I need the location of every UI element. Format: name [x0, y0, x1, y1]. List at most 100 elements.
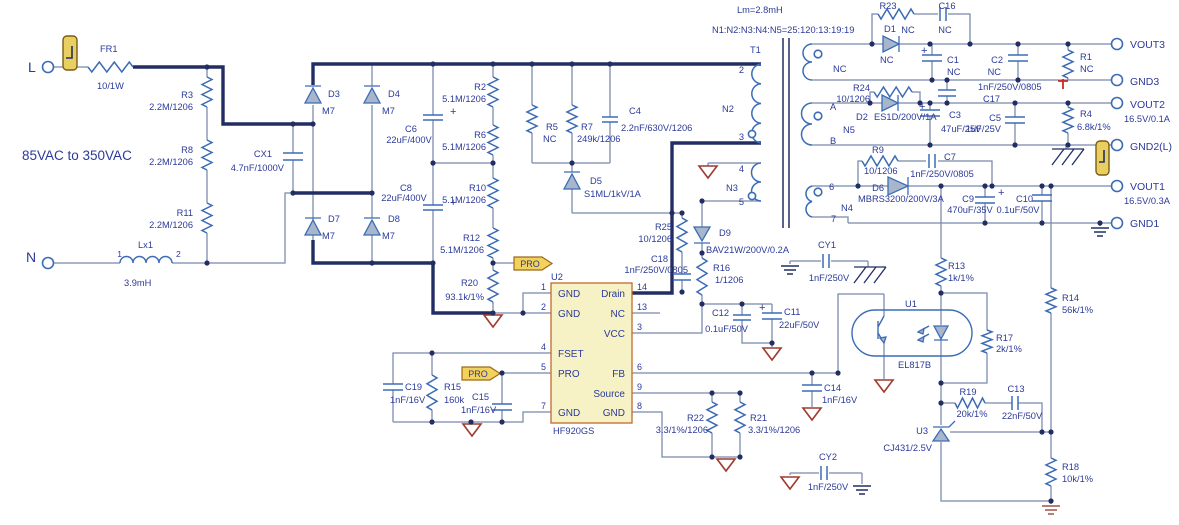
- resistor-r13[interactable]: [934, 257, 948, 287]
- resistor-r1[interactable]: [1061, 49, 1075, 79]
- label-wind-n4: N4: [841, 203, 853, 213]
- resistor-r20[interactable]: [486, 269, 500, 303]
- diode-d5[interactable]: [562, 171, 582, 190]
- resistor-r16[interactable]: [695, 257, 709, 296]
- resistor-r19[interactable]: [954, 396, 986, 410]
- capacitor-cy1[interactable]: [822, 254, 830, 268]
- resistor-fr1[interactable]: [87, 60, 134, 74]
- label-val-cy1: 1nF/250V: [809, 273, 850, 283]
- diode-d2[interactable]: [881, 93, 900, 113]
- diode-d7[interactable]: [303, 217, 323, 236]
- resistor-r4[interactable]: [1061, 106, 1075, 134]
- capacitor-c19[interactable]: [383, 383, 403, 391]
- capacitor-c5[interactable]: [1005, 116, 1025, 124]
- capacitor-cx1[interactable]: [283, 152, 303, 161]
- terminal-n[interactable]: [41, 256, 55, 270]
- label-val-c3: 47uF/25V: [941, 124, 982, 134]
- diode-d8[interactable]: [362, 217, 382, 236]
- label-val-c11: 22uF/50V: [779, 320, 820, 330]
- diode-d4[interactable]: [362, 85, 382, 104]
- junction-dot: [1048, 183, 1054, 189]
- label-part-u3: CJ431/2.5V: [883, 443, 932, 453]
- junction-dot: [869, 41, 875, 47]
- terminal-gnd2[interactable]: [1110, 138, 1124, 152]
- capacitor-c17[interactable]: [938, 89, 956, 97]
- probe-marker-l[interactable]: [62, 35, 78, 71]
- ground-bars: [781, 227, 1109, 495]
- resistor-r6[interactable]: [486, 124, 500, 156]
- resistor-r5[interactable]: [525, 104, 539, 134]
- capacitor-c6[interactable]: [423, 114, 443, 121]
- resistor-r9[interactable]: [861, 154, 899, 168]
- capacitor-cy2[interactable]: [820, 466, 828, 480]
- junction-dot: [699, 198, 705, 204]
- capacitor-c9[interactable]: [975, 196, 995, 204]
- capacitor-c7[interactable]: [928, 154, 936, 168]
- label-val-r22: 3.3/1%/1206: [656, 425, 708, 435]
- capacitor-c14[interactable]: [802, 384, 822, 392]
- resistor-r14[interactable]: [1044, 287, 1058, 314]
- resistor-r15[interactable]: [425, 374, 439, 411]
- resistor-r18[interactable]: [1044, 457, 1058, 487]
- label-val-r19: 20k/1%: [956, 409, 987, 419]
- label-term-vout2: VOUT2: [1130, 99, 1165, 111]
- junction-dot: [569, 160, 575, 166]
- terminal-vout3[interactable]: [1110, 37, 1124, 51]
- capacitor-c13[interactable]: [1011, 396, 1019, 410]
- label-wind-pin-3: 3: [739, 132, 744, 142]
- resistor-r7[interactable]: [565, 104, 579, 134]
- capacitor-c10[interactable]: [1032, 194, 1052, 202]
- capacitor-c11[interactable]: [762, 312, 782, 320]
- terminal-gnd1[interactable]: [1110, 216, 1124, 230]
- resistor-r24[interactable]: [873, 85, 913, 99]
- resistor-r3[interactable]: [200, 76, 214, 108]
- resistor-r12[interactable]: [486, 227, 500, 259]
- terminal-vout2[interactable]: [1110, 96, 1124, 110]
- capacitor-c18[interactable]: [673, 273, 691, 281]
- inductor-lx1[interactable]: [119, 255, 173, 264]
- capacitor-c16[interactable]: [939, 7, 947, 21]
- junction-dot: [938, 290, 944, 296]
- resistor-r23[interactable]: [877, 7, 915, 21]
- diode-d6[interactable]: [887, 175, 910, 197]
- resistor-r8[interactable]: [200, 139, 214, 171]
- label-ref-d5: D5: [590, 176, 602, 186]
- label-pin-lbl-vcc: VCC: [604, 329, 625, 340]
- pro-flag-2[interactable]: [461, 366, 502, 381]
- winding-n5: [800, 102, 813, 146]
- resistor-r25[interactable]: [675, 217, 689, 253]
- shunt-ref-u3[interactable]: [931, 420, 956, 442]
- ic-u2-hf920gs[interactable]: [550, 282, 633, 424]
- terminal-gnd3[interactable]: [1110, 73, 1124, 87]
- capacitor-c2[interactable]: [1008, 54, 1028, 62]
- capacitor-c8[interactable]: [423, 204, 443, 211]
- junction-dot: [944, 100, 950, 106]
- probe-marker-gnd2[interactable]: [1095, 140, 1110, 176]
- junction-dot: [1065, 41, 1071, 47]
- capacitor-c15[interactable]: [492, 403, 512, 411]
- junction-dot: [490, 260, 496, 266]
- diode-d1[interactable]: [882, 34, 901, 54]
- capacitor-c1[interactable]: [922, 54, 942, 62]
- terminal-vout1[interactable]: [1110, 179, 1124, 193]
- capacitor-c3[interactable]: [920, 109, 940, 117]
- diode-d9[interactable]: [692, 226, 712, 244]
- capacitor-c4[interactable]: [602, 116, 618, 123]
- label-ref-c9: C9: [962, 194, 974, 204]
- resistor-r2[interactable]: [486, 76, 500, 108]
- junction-dot: [499, 419, 505, 425]
- resistor-r11[interactable]: [200, 202, 214, 234]
- terminal-l[interactable]: [41, 60, 55, 74]
- resistor-r10[interactable]: [486, 177, 500, 209]
- resistor-r22[interactable]: [705, 401, 719, 434]
- resistor-r21[interactable]: [733, 401, 747, 434]
- label-ref-d1: D1: [884, 24, 896, 34]
- pro-flag-1[interactable]: [513, 256, 554, 271]
- capacitor-c12[interactable]: [733, 314, 751, 321]
- label-val-r5: NC: [543, 134, 557, 144]
- resistor-r17[interactable]: [979, 329, 995, 354]
- diode-d3[interactable]: [303, 85, 323, 104]
- transformer-t1[interactable]: [747, 38, 823, 228]
- optocoupler-u1[interactable]: [851, 309, 973, 357]
